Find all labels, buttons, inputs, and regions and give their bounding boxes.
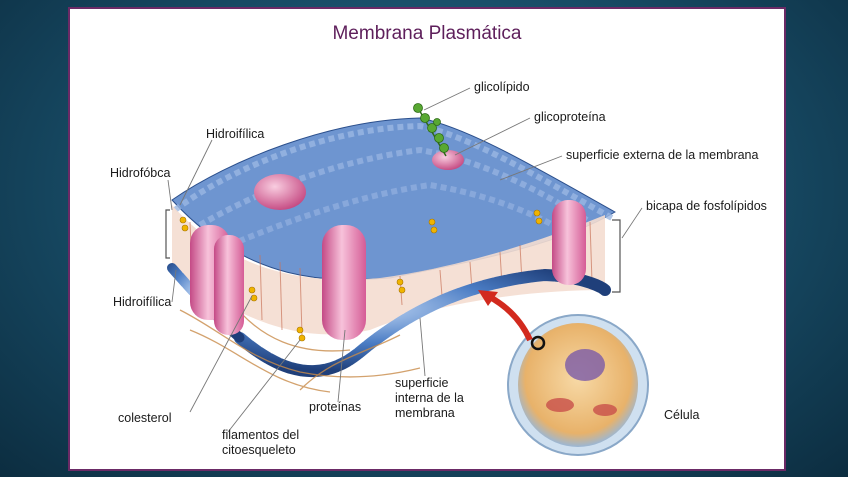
leader-lines [167, 87, 643, 433]
bilayer-bracket [612, 219, 621, 293]
label-superficie-externa: superficie externa de la membrana [566, 148, 759, 162]
arrow-head [478, 290, 498, 306]
zoom-arrow [486, 293, 533, 342]
label-superficie-interna-line3: membrana [395, 406, 455, 420]
diagram-title: Membrana Plasmática [332, 23, 522, 44]
label-glicolipido: glicolípido [474, 80, 530, 94]
label-filamentos-line1: filamentos del [222, 428, 300, 442]
label-celula: Célula [664, 408, 700, 422]
label-superficie-interna-line2: interna de la [395, 391, 464, 405]
glycolipid-chain [413, 103, 449, 157]
hydrophobic-bracket [165, 209, 170, 259]
label-hidrofilica-top: Hidroifílica [206, 127, 265, 141]
transmembrane-proteins [190, 200, 586, 340]
label-colesterol: colesterol [118, 411, 172, 425]
label-hidrofobica: Hidrofóbca [110, 166, 171, 180]
label-filamentos-line2: citoesqueleto [222, 443, 296, 457]
label-superficie-interna-line1: superficie [395, 376, 449, 390]
glycoprotein-dome [254, 174, 306, 210]
cholesterol-molecules [179, 209, 543, 342]
label-hidrofilica-bottom: Hidroifílica [113, 295, 172, 309]
label-glicoproteina: glicoproteína [534, 110, 606, 124]
label-proteinas: proteínas [309, 400, 362, 414]
label-bicapa: bicapa de fosfolípidos [646, 199, 767, 213]
cell-inset [507, 314, 649, 456]
